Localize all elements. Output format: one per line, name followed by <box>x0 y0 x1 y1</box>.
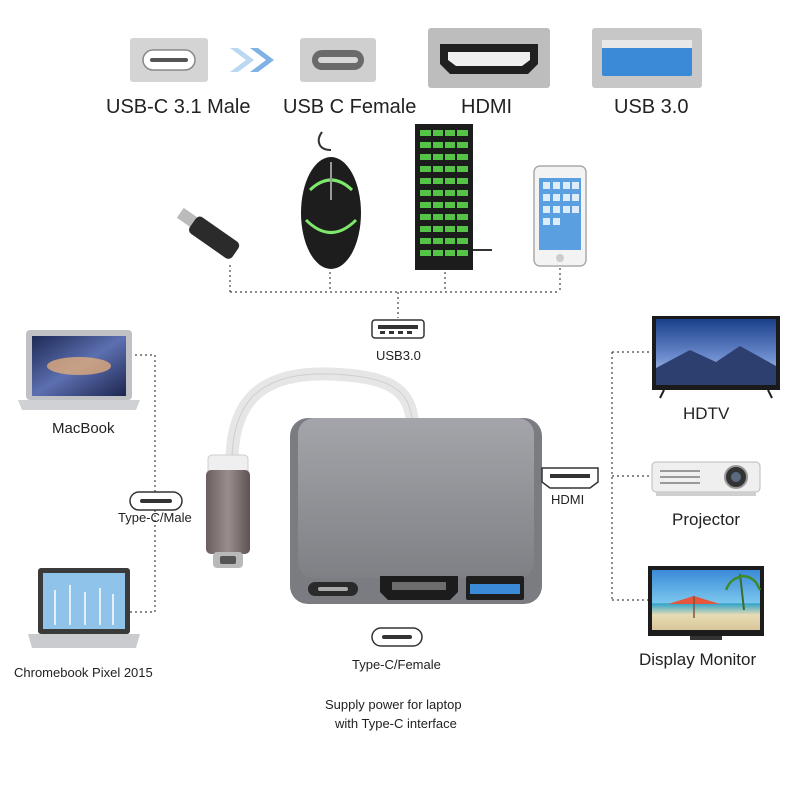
macbook-icon <box>18 330 140 410</box>
usb3-small-icon <box>371 319 425 339</box>
keyboard-icon <box>415 124 492 270</box>
usb-c-hub <box>290 418 542 604</box>
hdmi-label: HDMI <box>461 96 513 118</box>
macbook-label: MacBook <box>52 420 115 437</box>
usb-c-male-label: USB-C 3.1 Male <box>106 96 251 118</box>
usb3-port-icon <box>592 28 702 88</box>
usb-bus-lines <box>229 265 561 318</box>
hub-hdmi-port <box>380 576 458 600</box>
display-monitor-icon <box>648 566 764 640</box>
usb3-label: USB 3.0 <box>614 96 689 118</box>
projector-icon <box>651 461 761 496</box>
hdtv-label: HDTV <box>683 404 730 423</box>
hdtv-icon <box>652 316 780 399</box>
source-lines <box>130 354 156 613</box>
display-monitor-label: Display Monitor <box>639 650 757 669</box>
type-c-female-small-icon <box>371 627 423 647</box>
type-c-female-label: Type-C/Female <box>352 657 441 672</box>
hub-usb3-port <box>466 576 524 600</box>
smartphone-icon <box>533 165 587 267</box>
output-lines <box>611 351 652 601</box>
chromebook-icon <box>28 568 140 648</box>
type-c-male-label: Type-C/Male <box>118 510 192 525</box>
double-arrow-icon <box>230 48 274 72</box>
usb-c-female-icon <box>300 38 376 82</box>
type-c-cable <box>206 367 419 568</box>
power-note-line1: Supply power for laptop <box>325 697 462 712</box>
gaming-mouse-icon <box>301 131 361 269</box>
hdmi-port-icon <box>428 28 550 88</box>
hub-usb-c-port <box>308 582 358 596</box>
power-note-line2: with Type-C interface <box>335 716 457 731</box>
chromebook-label: Chromebook Pixel 2015 <box>14 665 153 680</box>
usb-c-male-icon <box>130 38 208 82</box>
usb3-port-label: USB3.0 <box>376 348 421 363</box>
hdmi-port-label: HDMI <box>551 492 585 507</box>
usb-flash-drive-icon <box>176 207 240 259</box>
type-c-male-small-icon <box>129 491 183 511</box>
usb-c-female-label: USB C Female <box>283 96 417 118</box>
projector-label: Projector <box>672 510 741 529</box>
hdmi-small-icon <box>541 467 599 489</box>
